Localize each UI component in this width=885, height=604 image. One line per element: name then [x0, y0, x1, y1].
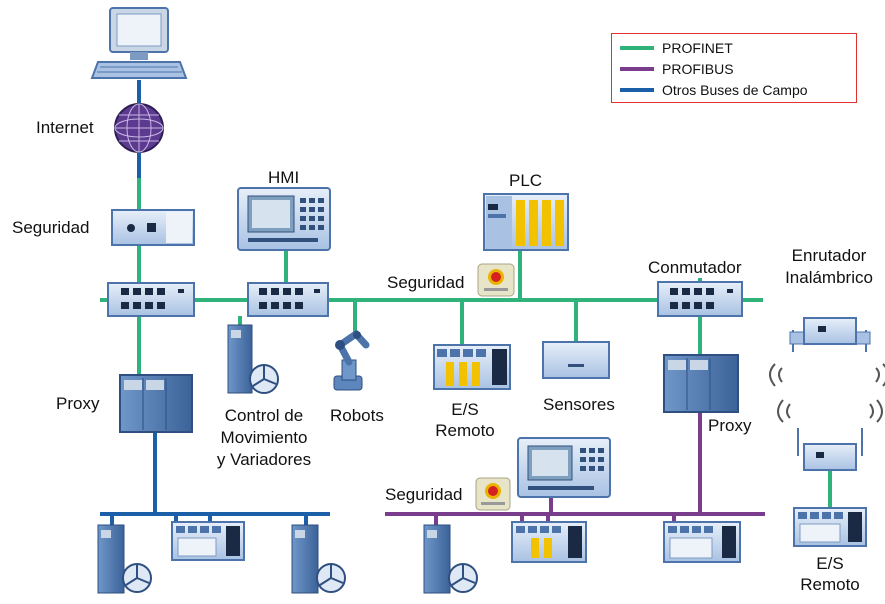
proxy-icon — [119, 374, 193, 433]
switch-icon — [657, 281, 743, 317]
proxy-icon — [663, 354, 739, 413]
proxy-label: Proxy — [56, 394, 100, 413]
remote-io-label-line1: E/S — [816, 554, 844, 573]
remote-io-label-line2: Remoto — [800, 575, 860, 594]
motion-control-label-line3: y Variadores — [216, 450, 312, 469]
sensors-label: Sensores — [543, 395, 615, 414]
switch-label: Conmutador — [648, 258, 742, 277]
sensor-icon — [542, 341, 610, 379]
security-label: Seguridad — [385, 485, 463, 504]
router-label-line2: Inalámbrico — [785, 268, 873, 287]
legend-label: PROFIBUS — [662, 61, 734, 77]
legend-label: PROFINET — [662, 40, 733, 56]
switch-icon — [247, 282, 329, 317]
motion-control-label-line1: Control de — [224, 406, 304, 425]
wireless-router-icon — [777, 399, 883, 471]
legend-item-profinet: PROFINET — [620, 38, 733, 58]
security-device-icon — [111, 209, 195, 246]
io-module-icon — [663, 521, 741, 563]
legend: PROFINET PROFIBUS Otros Buses de Campo — [611, 33, 857, 103]
fieldbus-lines — [100, 80, 330, 525]
hmi-label: HMI — [268, 168, 300, 187]
drive-icon — [423, 524, 478, 594]
legend-label: Otros Buses de Campo — [662, 82, 808, 98]
plc-label: PLC — [509, 171, 543, 190]
globe-icon — [114, 103, 164, 153]
computer-icon — [90, 7, 188, 79]
robot-arm-icon — [333, 329, 370, 391]
fieldbus-swatch — [620, 88, 654, 92]
drive-icon — [227, 324, 279, 394]
motion-control-label-line2: Movimiento — [220, 428, 308, 447]
io-module-icon — [793, 507, 867, 547]
io-module-icon — [433, 344, 511, 390]
robots-label: Robots — [330, 406, 384, 425]
legend-item-profibus: PROFIBUS — [620, 59, 734, 79]
wireless-router-icon — [769, 317, 885, 387]
security-label: Seguridad — [12, 218, 90, 237]
profibus-swatch — [620, 67, 654, 71]
proxy-label: Proxy — [708, 416, 752, 435]
drive-icon — [97, 524, 152, 594]
emergency-stop-icon — [475, 477, 511, 511]
remote-io-label-line1: E/S — [451, 400, 479, 419]
legend-item-fieldbus: Otros Buses de Campo — [620, 80, 808, 100]
io-module-icon — [171, 521, 245, 561]
drive-icon — [291, 524, 346, 594]
switch-icon — [107, 282, 195, 317]
router-label-line1: Enrutador — [791, 246, 867, 265]
profinet-swatch — [620, 46, 654, 50]
hmi-panel-icon — [517, 437, 611, 498]
plc-icon — [483, 193, 569, 251]
io-module-icon — [511, 521, 587, 563]
remote-io-label-line2: Remoto — [435, 421, 495, 440]
internet-label: Internet — [36, 118, 94, 137]
emergency-stop-icon — [477, 263, 515, 297]
profinet-lines — [100, 178, 832, 508]
profibus-lines — [385, 412, 765, 525]
security-label: Seguridad — [387, 273, 465, 292]
hmi-panel-icon — [237, 187, 331, 251]
